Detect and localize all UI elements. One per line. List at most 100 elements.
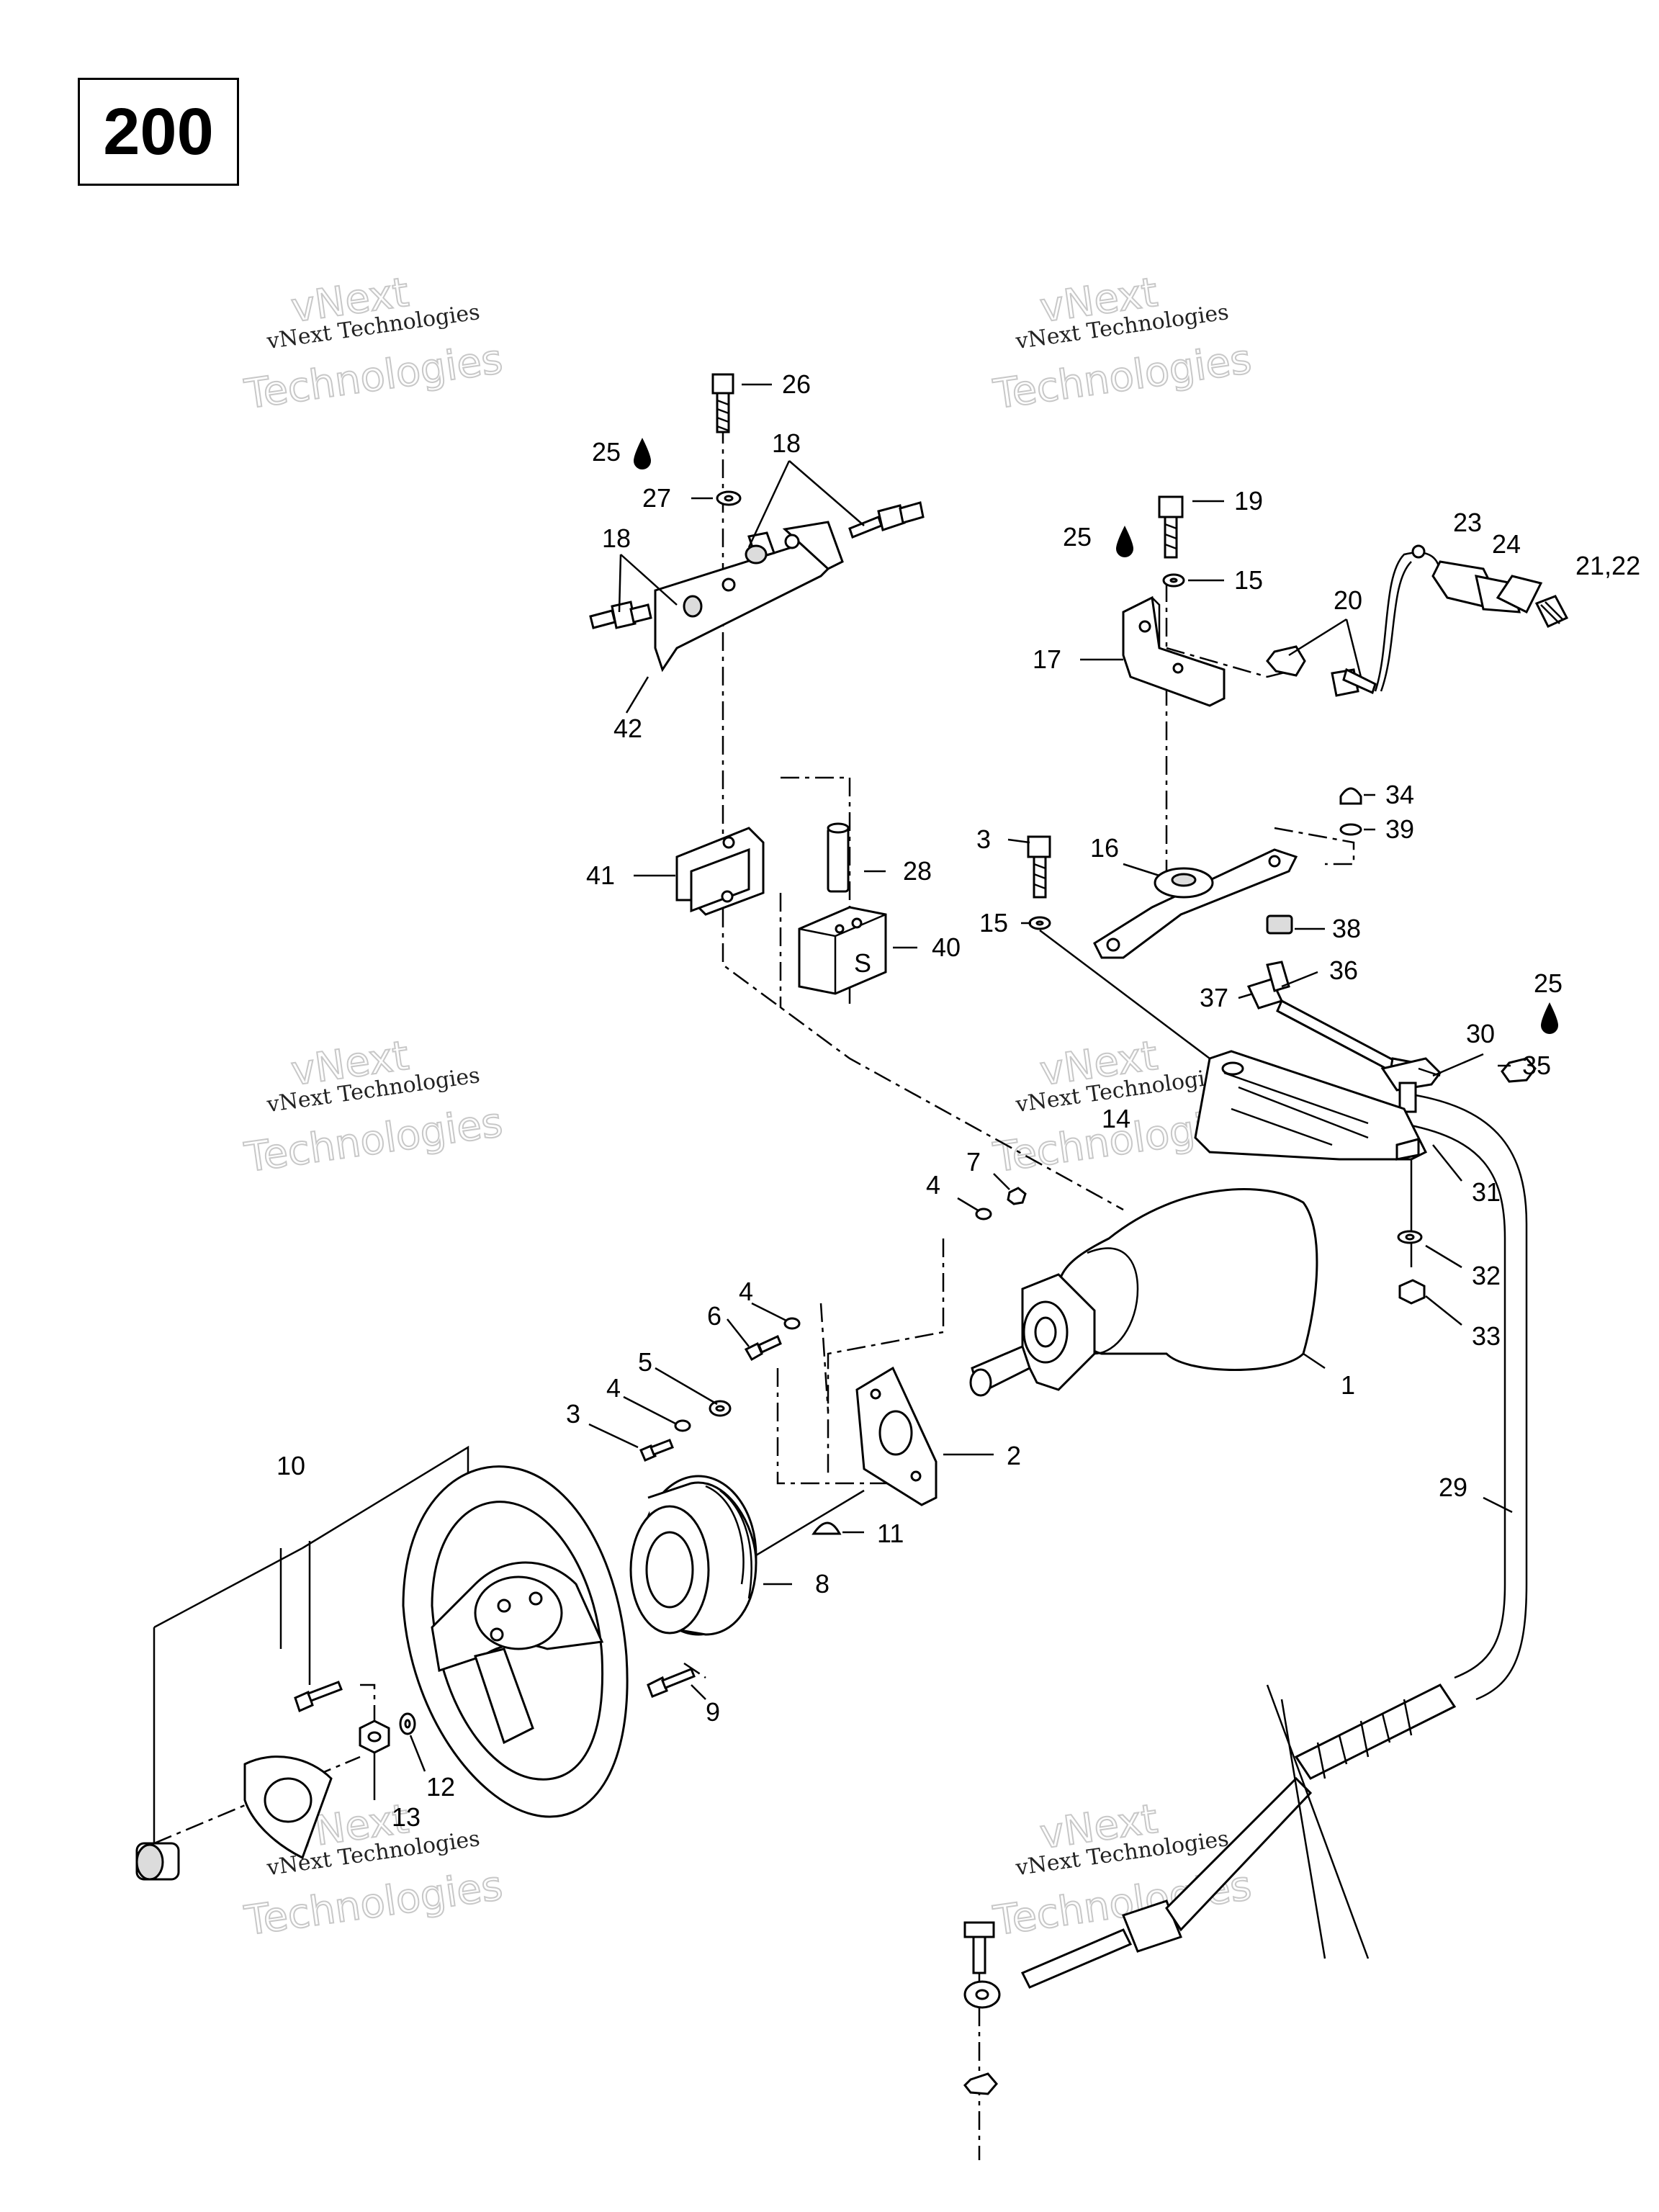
callout-25: 25 bbox=[1063, 522, 1092, 552]
callout-4: 4 bbox=[926, 1170, 940, 1200]
block-40-mark: S bbox=[854, 948, 871, 978]
callout-18: 18 bbox=[602, 523, 631, 553]
washer-12 bbox=[399, 1712, 416, 1735]
bolt-19 bbox=[1158, 495, 1184, 559]
callout-25: 25 bbox=[592, 437, 621, 467]
leader-lines bbox=[373, 383, 1513, 1800]
callout-26: 26 bbox=[782, 369, 811, 399]
callout-16: 16 bbox=[1090, 833, 1119, 863]
oil-drop-icon bbox=[1541, 1002, 1558, 1034]
callout-39: 39 bbox=[1385, 814, 1414, 844]
callout-18: 18 bbox=[772, 428, 801, 458]
callout-40: 40 bbox=[932, 932, 961, 962]
oil-drop-icon bbox=[1116, 526, 1133, 557]
watermark: vNext vNext Technologies Technologies bbox=[241, 269, 506, 419]
callout-20: 20 bbox=[1334, 585, 1362, 615]
callout-8: 8 bbox=[815, 1569, 830, 1599]
callout-1: 1 bbox=[1341, 1370, 1355, 1400]
bracket-17 bbox=[1122, 595, 1226, 707]
spacer-38 bbox=[1266, 914, 1293, 935]
callout-4: 4 bbox=[739, 1277, 753, 1306]
stud-18-right bbox=[848, 501, 925, 539]
callout-19: 19 bbox=[1234, 486, 1263, 516]
callout-34: 34 bbox=[1385, 780, 1414, 809]
callout-29: 29 bbox=[1439, 1473, 1467, 1502]
hub-8 bbox=[629, 1475, 757, 1636]
bolt-3-upper bbox=[1027, 835, 1051, 899]
callout-13: 13 bbox=[392, 1802, 421, 1832]
watermark: vNext vNext Technologies Technologies bbox=[990, 269, 1255, 419]
sensor-23-24 bbox=[1374, 544, 1543, 692]
washer-4-a bbox=[975, 1208, 992, 1220]
pin-28 bbox=[827, 822, 850, 893]
stud-18-left bbox=[589, 601, 652, 629]
page-number: 200 bbox=[103, 94, 214, 168]
callout-11: 11 bbox=[877, 1519, 904, 1548]
washer-39 bbox=[1339, 823, 1362, 836]
nut-35 bbox=[1501, 1057, 1537, 1083]
oil-drop-icon bbox=[634, 438, 651, 469]
page-number-box: 200 bbox=[78, 78, 239, 186]
callout-2: 2 bbox=[1007, 1441, 1021, 1470]
callout-3: 3 bbox=[976, 824, 991, 854]
washer-15-upper bbox=[1162, 573, 1185, 588]
watermark: vNext vNext Technologies Technologies bbox=[241, 1032, 506, 1182]
bolt-26 bbox=[711, 373, 734, 433]
block-40: S bbox=[798, 906, 887, 995]
bolt-9 bbox=[647, 1668, 696, 1698]
callout-10: 10 bbox=[276, 1451, 305, 1480]
washer-4-b bbox=[783, 1317, 801, 1330]
callout-21-22: 21,22 bbox=[1575, 551, 1640, 580]
end-cap bbox=[135, 1842, 180, 1881]
callout-15: 15 bbox=[1234, 565, 1263, 595]
callouts: 26 25 27 18 18 42 19 25 15 17 20 23 24 2… bbox=[276, 369, 1640, 1832]
nut-stud-20 bbox=[1266, 645, 1377, 697]
washer-32 bbox=[1397, 1230, 1423, 1244]
nut-13 bbox=[359, 1719, 390, 1754]
horn-cover bbox=[243, 1755, 333, 1860]
callout-38: 38 bbox=[1332, 914, 1361, 943]
cable-29 bbox=[963, 1683, 1457, 2095]
callout-35: 35 bbox=[1522, 1051, 1551, 1080]
steering-wheel bbox=[402, 1465, 629, 1818]
callout-31: 31 bbox=[1472, 1177, 1501, 1207]
callout-5: 5 bbox=[638, 1347, 652, 1377]
bracket-42 bbox=[654, 521, 844, 673]
callout-25: 25 bbox=[1534, 968, 1563, 998]
capnut-34 bbox=[1339, 787, 1362, 805]
connector-21-22 bbox=[1534, 595, 1569, 628]
callout-4: 4 bbox=[606, 1373, 621, 1403]
callout-6: 6 bbox=[707, 1301, 721, 1331]
key-11 bbox=[811, 1521, 842, 1535]
screw-3-lower bbox=[639, 1439, 674, 1462]
callout-17: 17 bbox=[1033, 644, 1061, 674]
washer-4-c bbox=[674, 1419, 691, 1432]
callout-42: 42 bbox=[613, 714, 642, 743]
washer-27 bbox=[716, 490, 742, 506]
support-plate-2 bbox=[855, 1366, 938, 1506]
nut-33 bbox=[1398, 1279, 1426, 1305]
rod-end-30 bbox=[1380, 1057, 1442, 1113]
nut-7 bbox=[1007, 1187, 1027, 1205]
bracket-41 bbox=[675, 827, 765, 916]
arm-14 bbox=[1194, 1050, 1428, 1161]
callout-24: 24 bbox=[1492, 529, 1521, 559]
callout-14: 14 bbox=[1102, 1104, 1130, 1133]
callout-28: 28 bbox=[903, 856, 932, 886]
callout-9: 9 bbox=[706, 1697, 720, 1727]
callout-3: 3 bbox=[566, 1399, 580, 1429]
callout-41: 41 bbox=[586, 860, 615, 890]
screw-6 bbox=[744, 1334, 782, 1362]
callout-15: 15 bbox=[979, 908, 1008, 938]
plate-16 bbox=[1093, 848, 1298, 959]
callout-32: 32 bbox=[1472, 1261, 1501, 1290]
callout-30: 30 bbox=[1466, 1019, 1495, 1048]
washer-15-lower bbox=[1028, 916, 1051, 930]
callout-7: 7 bbox=[966, 1147, 981, 1177]
callout-33: 33 bbox=[1472, 1321, 1501, 1351]
screw-10 bbox=[294, 1681, 343, 1713]
callout-27: 27 bbox=[642, 483, 671, 513]
callout-36: 36 bbox=[1329, 956, 1358, 985]
